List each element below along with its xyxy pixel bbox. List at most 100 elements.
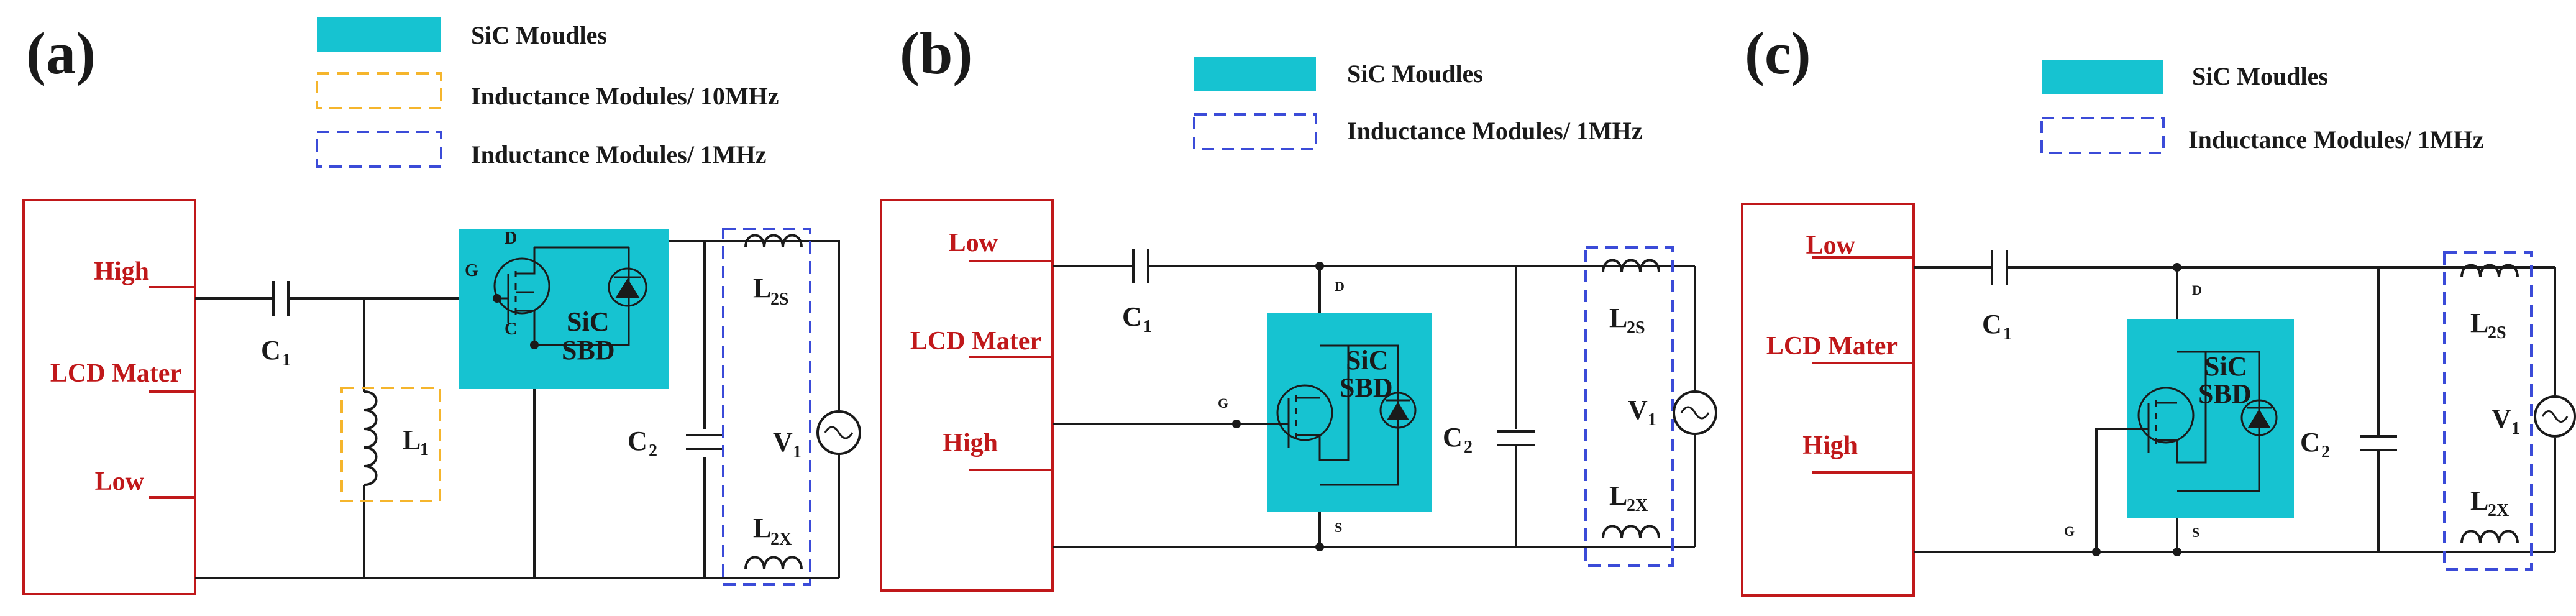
ac-source-icon	[2534, 395, 2576, 438]
inductance-1mhz-box	[1584, 246, 1674, 567]
ac-source-v1	[1673, 390, 1717, 435]
legend-sic-swatch	[317, 17, 441, 52]
mosfet-icon	[493, 257, 550, 315]
v1-label: V	[2492, 403, 2511, 434]
sic-module-fill	[459, 229, 669, 389]
pin-g-label: G	[2064, 523, 2075, 539]
sic-module: SiC SBD D G S	[1218, 262, 1432, 551]
mosfet-icon	[1276, 384, 1333, 441]
c1-label: C	[261, 335, 281, 365]
c1-sub: 1	[1143, 317, 1152, 336]
c1-label: C	[1982, 309, 2002, 339]
ac-source-v1	[2534, 395, 2576, 438]
l2s-label: L	[753, 273, 771, 303]
l2x-sub: 2X	[1627, 496, 1648, 515]
pin-g-label: G	[1218, 395, 1228, 411]
sbd-label: SBD	[1340, 372, 1393, 403]
c2-sub: 2	[649, 441, 657, 461]
source-bottom-label: Low	[95, 467, 145, 496]
source-top-label: High	[94, 257, 149, 286]
sic-module: D G C SiC SBD	[459, 229, 669, 389]
c1-label: C	[1122, 301, 1142, 332]
capacitor-c1: C 1	[261, 281, 291, 370]
source-middle-label: LCD Mater	[1766, 332, 1898, 361]
panel-a: (a) SiC Moudles Inductance Modules/ 10MH…	[22, 17, 861, 595]
source-bottom-label: High	[943, 429, 998, 457]
ac-source-icon	[816, 410, 861, 455]
l2s-sub: 2S	[2488, 323, 2506, 342]
legend-sic-label: SiC Moudles	[1347, 60, 1483, 88]
sic-label: SiC	[2204, 351, 2247, 382]
source-bottom-label: High	[1802, 431, 1858, 460]
c2-sub: 2	[1464, 438, 1473, 457]
lcd-source-box	[22, 199, 196, 595]
inductance-1mhz-box	[722, 228, 811, 586]
capacitor-c1: C 1	[1122, 249, 1152, 336]
legend-1mhz-swatch	[2040, 117, 2165, 154]
sic-label: SiC	[1346, 345, 1388, 375]
ac-source-icon	[1673, 390, 1717, 435]
v1-sub: 1	[1648, 410, 1656, 430]
panel-c-legend: SiC Moudles Inductance Modules/ 1MHz	[2040, 60, 2484, 154]
legend-sic-label: SiC Moudles	[471, 21, 607, 49]
sic-label: SiC	[567, 306, 609, 337]
panel-a-legend: SiC Moudles Inductance Modules/ 10MHz In…	[316, 17, 779, 168]
c1-sub: 1	[2003, 324, 2012, 344]
sbd-diode-icon	[2248, 409, 2270, 428]
sbd-diode-icon	[615, 278, 640, 298]
panel-a-lcd-source: High LCD Mater Low	[22, 199, 196, 595]
panel-c-lcd-source: Low LCD Mater High	[1741, 203, 1915, 597]
capacitor-c2: C 2	[628, 426, 723, 461]
pin-d-label: D	[2192, 282, 2202, 298]
l2x-sub: 2X	[2488, 501, 2509, 520]
pin-d-label: D	[1335, 278, 1345, 294]
capacitor-c2: C 2	[2300, 427, 2397, 462]
inductance-1mhz-box	[2443, 251, 2533, 571]
sic-module-fill	[1267, 313, 1432, 512]
v1-sub: 1	[2511, 419, 2520, 438]
sic-module: SiC SBD D G S	[2064, 263, 2294, 556]
v1-sub: 1	[793, 443, 802, 462]
panel-c: (c) SiC Moudles Inductance Modules/ 1MHz…	[1741, 20, 2576, 597]
v1-label: V	[1628, 395, 1648, 425]
inductance-1mhz-module: L 2S L 2X V 1	[1584, 246, 1674, 567]
l2x-label: L	[1609, 480, 1627, 511]
panel-b: (b) SiC Moudles Inductance Modules/ 1MHz…	[880, 20, 1717, 592]
source-middle-label: LCD Mater	[910, 327, 1041, 356]
legend-1mhz-swatch	[316, 131, 442, 168]
legend-1mhz-label: Inductance Modules/ 1MHz	[2188, 126, 2484, 154]
legend-1mhz-label: Inductance Modules/ 1MHz	[471, 140, 767, 168]
c2-label: C	[2300, 427, 2320, 457]
l2s-sub: 2S	[770, 290, 789, 309]
panel-a-label: (a)	[26, 20, 96, 86]
c2-label: C	[628, 426, 647, 456]
pin-s-label: S	[1335, 520, 1342, 535]
inductor-l1-module: L 1	[340, 387, 441, 502]
l2x-sub: 2X	[770, 530, 792, 549]
l1-sub: 1	[420, 440, 429, 459]
legend-sic-label: SiC Moudles	[2192, 62, 2328, 90]
panel-c-label: (c)	[1745, 20, 1811, 86]
legend-1mhz-swatch	[1193, 113, 1317, 150]
inductance-10mhz-box	[340, 387, 441, 502]
l2s-label: L	[1609, 303, 1627, 333]
sbd-diode-icon	[1387, 402, 1409, 420]
capacitor-c2: C 2	[1443, 422, 1535, 457]
legend-10mhz-swatch	[316, 72, 442, 109]
l1-label: L	[403, 425, 421, 455]
panel-b-legend: SiC Moudles Inductance Modules/ 1MHz	[1193, 57, 1643, 150]
legend-10mhz-label: Inductance Modules/ 10MHz	[471, 82, 779, 110]
c2-sub: 2	[2321, 443, 2330, 462]
mosfet-icon	[2137, 387, 2195, 444]
legend-1mhz-label: Inductance Modules/ 1MHz	[1347, 117, 1643, 145]
c2-label: C	[1443, 422, 1463, 453]
l2s-label: L	[2470, 308, 2488, 338]
inductance-1mhz-module: L 2S L 2X V 1	[722, 228, 811, 586]
l2s-sub: 2S	[1627, 318, 1645, 338]
pin-s-label: S	[2192, 525, 2199, 540]
pin-d-label: D	[505, 229, 517, 248]
sbd-label: SBD	[562, 335, 615, 365]
l2x-label: L	[2470, 485, 2488, 516]
pin-c-label: C	[505, 319, 517, 339]
